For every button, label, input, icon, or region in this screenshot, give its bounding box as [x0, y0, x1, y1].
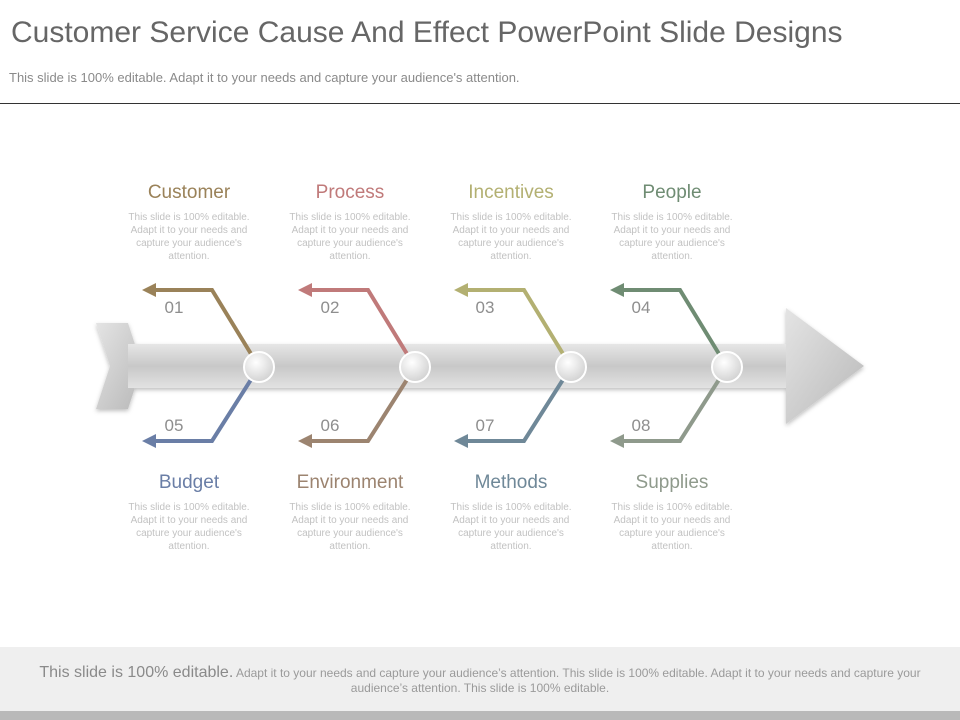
- arrow-shaft: [128, 344, 790, 388]
- junction-node-4: [711, 351, 743, 383]
- cause-label-people: People: [642, 182, 702, 203]
- bone-arrowhead-budget: [142, 434, 156, 448]
- cause-description: This slide is 100% editable. Adapt it to…: [450, 502, 572, 552]
- cause-number: 08: [631, 416, 651, 435]
- bone-arrowhead-environment: [298, 434, 312, 448]
- cause-description: This slide is 100% editable. Adapt it to…: [611, 212, 733, 262]
- cause-description: This slide is 100% editable. Adapt it to…: [611, 502, 733, 552]
- bone-environment: [310, 365, 417, 443]
- bone-people: [622, 288, 729, 369]
- cause-number: 06: [320, 416, 340, 435]
- junction-node-2: [399, 351, 431, 383]
- bone-arrowhead-people: [610, 283, 624, 297]
- cause-description: This slide is 100% editable. Adapt it to…: [128, 502, 250, 552]
- cause-label-environment: Environment: [296, 472, 404, 493]
- footer-lead: This slide is 100% editable.: [39, 664, 234, 681]
- cause-description: This slide is 100% editable. Adapt it to…: [450, 212, 572, 262]
- cause-number: 05: [164, 416, 184, 435]
- bone-arrowhead-process: [298, 283, 312, 297]
- junction-node-1: [243, 351, 275, 383]
- bone-arrowhead-customer: [142, 283, 156, 297]
- page-title: Customer Service Cause And Effect PowerP…: [11, 16, 843, 49]
- page-subtitle: This slide is 100% editable. Adapt it to…: [9, 70, 520, 85]
- footer-band: This slide is 100% editable. Adapt it to…: [0, 647, 960, 711]
- cause-description: This slide is 100% editable. Adapt it to…: [289, 212, 411, 262]
- cause-bones: [142, 283, 743, 448]
- cause-number: 03: [475, 298, 495, 317]
- arrow-head: [786, 308, 864, 424]
- bone-methods: [466, 365, 573, 443]
- bone-supplies: [622, 365, 729, 443]
- bone-customer: [154, 288, 261, 369]
- cause-number: 07: [475, 416, 495, 435]
- cause-label-supplies: Supplies: [635, 472, 709, 493]
- bone-arrowhead-incentives: [454, 283, 468, 297]
- cause-label-process: Process: [315, 182, 385, 203]
- cause-number: 01: [164, 298, 184, 317]
- footer-body: Adapt it to your needs and capture your …: [233, 666, 921, 695]
- footer-text: This slide is 100% editable. Adapt it to…: [30, 665, 930, 696]
- cause-description: This slide is 100% editable. Adapt it to…: [128, 212, 250, 262]
- cause-number: 02: [320, 298, 340, 317]
- junction-node-3: [555, 351, 587, 383]
- cause-description: This slide is 100% editable. Adapt it to…: [289, 502, 411, 552]
- cause-number: 04: [631, 298, 651, 317]
- bone-arrowhead-methods: [454, 434, 468, 448]
- main-arrow: [96, 308, 864, 424]
- bone-incentives: [466, 288, 573, 369]
- bone-process: [310, 288, 417, 369]
- cause-label-budget: Budget: [158, 472, 220, 493]
- title-divider: [0, 103, 960, 104]
- cause-label-methods: Methods: [474, 472, 548, 493]
- cause-label-customer: Customer: [147, 182, 231, 203]
- bone-budget: [154, 365, 261, 443]
- cause-label-incentives: Incentives: [468, 182, 554, 203]
- bone-arrowhead-supplies: [610, 434, 624, 448]
- bottom-bar: [0, 711, 960, 720]
